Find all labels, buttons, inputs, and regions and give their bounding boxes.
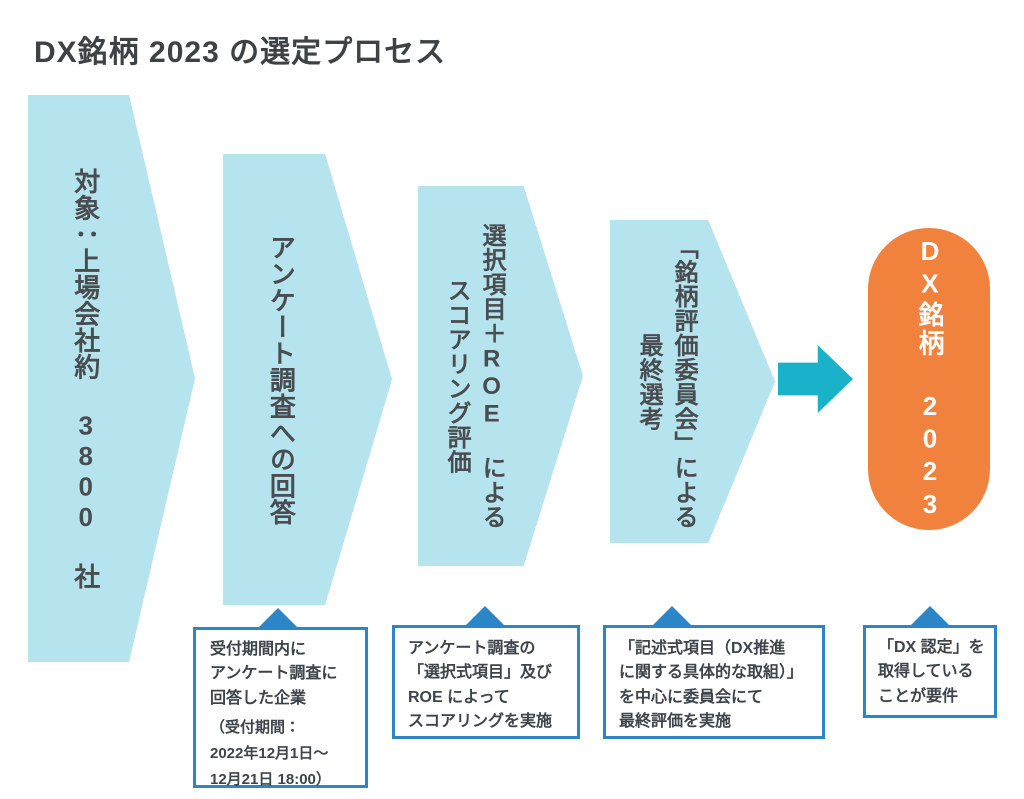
callout-scoring-detail: アンケート調査の 「選択式項目」及び ROE によって スコアリングを実施 [392, 625, 580, 739]
process-step-label: 対象：上場会社約 3800 社 [70, 167, 101, 590]
callout-text: 受付期間内に アンケート調査に 回答した企業 [210, 641, 338, 707]
callout-note: （受付期間： 2022年12月1日〜 12月21日 18:00） [210, 718, 331, 788]
process-step-survey-response: アンケート調査への回答 [223, 154, 392, 605]
callout-pointer-icon [466, 606, 504, 625]
process-step-label: 「銘柄評価委員会」による 最終選考 [635, 234, 698, 529]
callout-text: アンケート調査の 「選択式項目」及び ROE によって スコアリングを実施 [408, 640, 553, 730]
process-step-label-wrap: 選択項目＋ROE による スコアリング評価 [418, 186, 530, 566]
process-step-label-wrap: 「銘柄評価委員会」による 最終選考 [610, 220, 722, 543]
process-step-label-wrap: 対象：上場会社約 3800 社 [28, 95, 142, 662]
callout-final-selection-detail: 「記述式項目（DX推進 に関する具体的な取組）」 を中心に委員会にて 最終評価を… [603, 625, 825, 739]
callout-survey-response-detail: 受付期間内に アンケート調査に 回答した企業 （受付期間： 2022年12月1日… [193, 627, 368, 788]
page-title: DX銘柄 2023 の選定プロセス [34, 36, 447, 69]
process-step-label: アンケート調査への回答 [266, 233, 297, 526]
callout-pointer-icon [911, 606, 949, 625]
callout-pointer-icon [653, 606, 691, 625]
process-step-target-companies: 対象：上場会社約 3800 社 [28, 95, 195, 662]
callout-dx-certification-requirement: 「DX 認定」を 取得している ことが要件 [863, 625, 997, 718]
callout-text: 「DX 認定」を 取得している ことが要件 [878, 639, 985, 705]
result-label: DX銘柄 2023 [914, 236, 945, 522]
callout-pointer-icon [259, 608, 297, 627]
process-step-final-selection: 「銘柄評価委員会」による 最終選考 [610, 220, 775, 543]
process-step-scoring-evaluation: 選択項目＋ROE による スコアリング評価 [418, 186, 583, 566]
process-step-label: 選択項目＋ROE による スコアリング評価 [443, 223, 506, 529]
callout-text: 「記述式項目（DX推進 に関する具体的な取組）」 を中心に委員会にて 最終評価を… [619, 640, 804, 730]
result-pill: DX銘柄 2023 [868, 228, 990, 530]
flow-arrow-icon [778, 345, 853, 413]
process-step-label-wrap: アンケート調査への回答 [223, 154, 338, 605]
